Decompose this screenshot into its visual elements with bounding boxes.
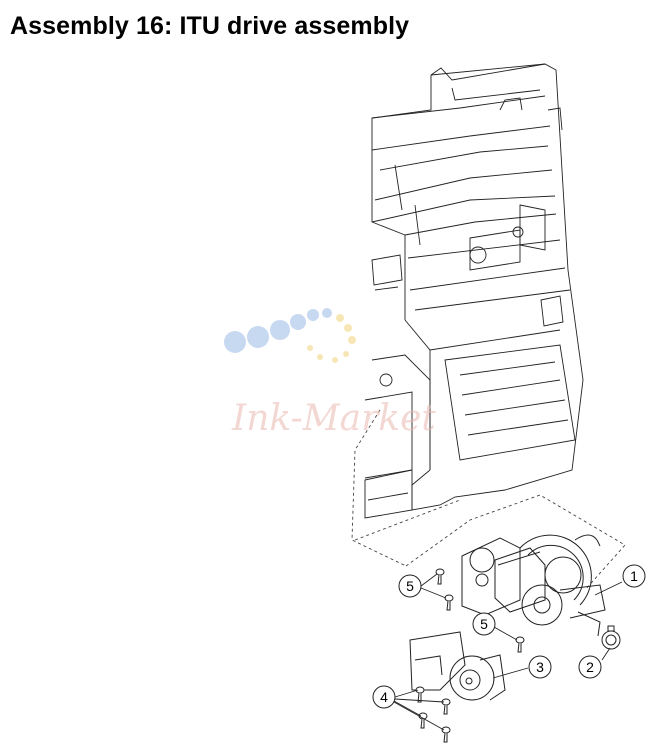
watermark-dot (322, 308, 332, 318)
screw (444, 594, 454, 611)
watermark: Ink-Market (224, 308, 436, 439)
svg-text:3: 3 (536, 659, 544, 675)
drive-gear (601, 625, 621, 650)
screw (415, 686, 425, 703)
watermark-dot (317, 354, 323, 360)
callout-leaders (393, 573, 623, 731)
watermark-dot (348, 336, 356, 344)
itu-drive-assembly (461, 534, 606, 637)
screw (435, 568, 445, 585)
callout-1: 1 (622, 564, 646, 588)
callout-5-left: 5 (398, 574, 422, 598)
svg-text:1: 1 (630, 568, 638, 584)
callout-4: 4 (372, 685, 396, 709)
screws (415, 568, 525, 743)
page-title: Assembly 16: ITU drive assembly (10, 12, 410, 40)
watermark-dot (290, 314, 306, 330)
callout-3: 3 (528, 655, 552, 679)
watermark-dot (336, 314, 344, 322)
callout-2: 2 (578, 655, 602, 679)
watermark-dot (344, 324, 352, 332)
drive-motor (409, 631, 506, 701)
svg-text:5: 5 (480, 616, 488, 632)
svg-text:2: 2 (586, 659, 594, 675)
watermark-dot (270, 320, 290, 340)
printer-frame (364, 63, 584, 519)
screw (441, 726, 451, 743)
watermark-dot (343, 351, 349, 357)
assembly-guide-lines (351, 409, 626, 591)
svg-text:5: 5 (406, 578, 414, 594)
watermark-dot (247, 326, 269, 348)
watermark-dot (307, 345, 313, 351)
screw (515, 636, 525, 653)
svg-text:4: 4 (380, 689, 388, 705)
watermark-dot (307, 309, 319, 321)
watermark-dot (332, 357, 338, 363)
watermark-text: Ink-Market (231, 398, 436, 439)
watermark-dot (224, 331, 246, 353)
callout-5-right: 5 (472, 612, 496, 636)
screw (441, 698, 451, 715)
